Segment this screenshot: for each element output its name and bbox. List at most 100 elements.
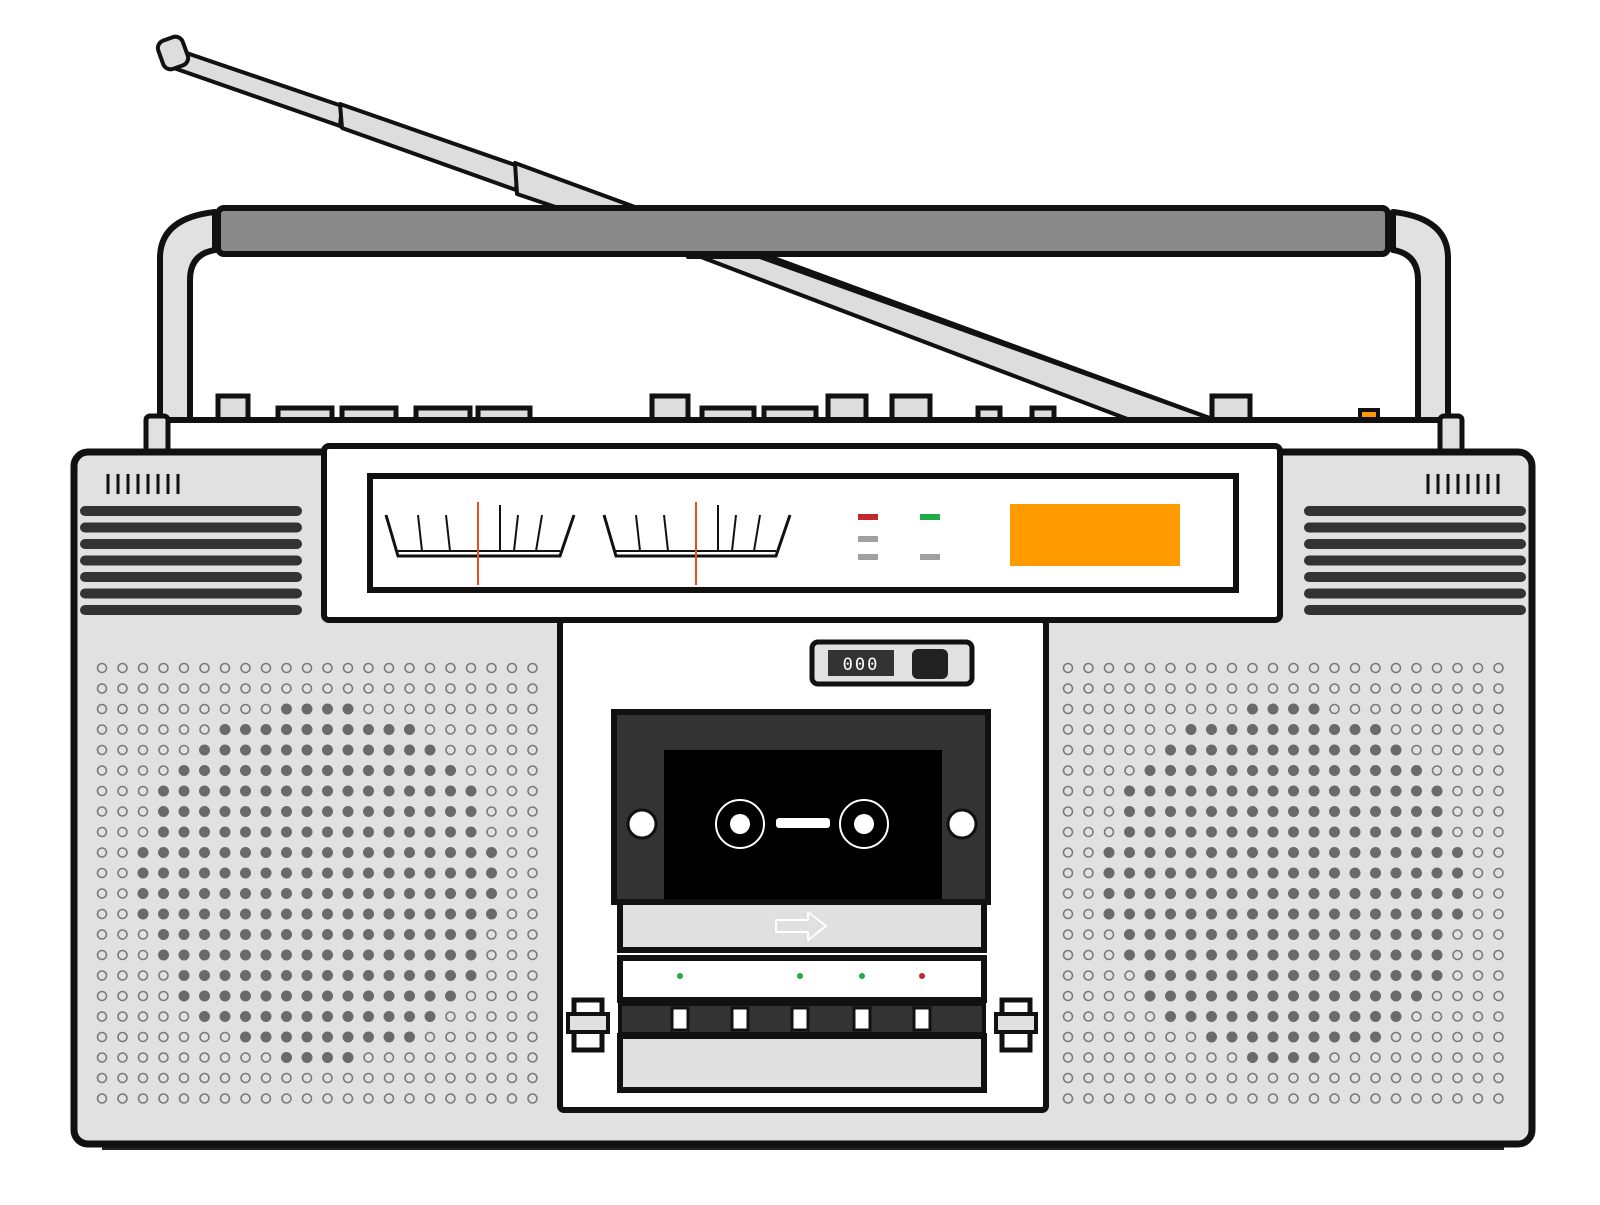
speaker-dot <box>240 1052 251 1063</box>
speaker-dot <box>1083 867 1094 879</box>
speaker-dot <box>424 1072 436 1084</box>
speaker-dot <box>404 990 415 1002</box>
speaker-dot <box>1308 765 1320 776</box>
speaker-dot <box>1206 990 1217 1002</box>
transport-key[interactable] <box>730 1006 750 1032</box>
transport-key[interactable] <box>670 1006 690 1032</box>
speaker-dot <box>1226 785 1238 797</box>
speaker-dot <box>260 785 272 797</box>
speaker-dot <box>1288 683 1299 694</box>
handle-grip[interactable] <box>215 205 1391 257</box>
speaker-dot <box>1308 1072 1320 1084</box>
grille-bar <box>80 555 302 566</box>
deck-clip-right[interactable] <box>994 997 1038 1053</box>
speaker-dot <box>527 1052 538 1063</box>
speaker-dot <box>137 888 149 899</box>
speaker-dot <box>1452 662 1463 674</box>
speaker-dot <box>1247 847 1258 858</box>
speaker-dot <box>281 806 292 817</box>
speaker-dot <box>1185 1052 1197 1063</box>
grille-bar <box>80 588 302 599</box>
speaker-dot <box>219 1072 231 1084</box>
speaker-dot <box>1124 1011 1135 1022</box>
transport-key[interactable] <box>912 1006 932 1032</box>
speaker-dot <box>486 724 497 735</box>
speaker-dot <box>260 929 272 940</box>
speaker-dot <box>1370 847 1381 858</box>
speaker-dot <box>1165 970 1176 981</box>
speaker-dot <box>527 683 538 694</box>
speaker-dot <box>260 867 272 879</box>
transport-key[interactable] <box>790 1006 810 1032</box>
speaker-dot <box>96 847 108 858</box>
speaker-dot <box>281 1093 292 1104</box>
speaker-dot <box>301 785 313 797</box>
speaker-dot <box>1390 929 1402 940</box>
speaker-dot <box>1226 929 1238 940</box>
speaker-dot <box>1267 1031 1279 1043</box>
speaker-dot <box>1308 908 1320 920</box>
speaker-dot <box>424 867 436 879</box>
speaker-dot <box>178 970 190 981</box>
speaker-dot <box>1349 744 1361 756</box>
speaker-dot <box>158 908 169 920</box>
counter-reset-button[interactable] <box>912 649 948 679</box>
speaker-dot <box>240 785 251 797</box>
speaker-dot <box>1144 908 1156 920</box>
speaker-dot <box>1144 806 1156 817</box>
speaker-dot <box>445 744 456 756</box>
speaker-dot <box>117 847 128 858</box>
speaker-dot <box>1165 847 1176 858</box>
speaker-dot <box>445 949 456 961</box>
speaker-dot <box>301 1093 313 1104</box>
grille-bar <box>1304 522 1526 533</box>
speaker-dot <box>1329 888 1340 899</box>
carry-handle-icon[interactable] <box>157 209 1451 433</box>
speaker-dot <box>158 1052 169 1063</box>
speaker-dot <box>96 662 108 674</box>
speaker-dot <box>342 1072 354 1084</box>
speaker-dot <box>219 806 231 817</box>
speaker-dot <box>1349 724 1361 735</box>
speaker-dot <box>137 683 149 694</box>
deck-clip-left[interactable] <box>566 997 610 1053</box>
cassette-icon <box>715 799 889 849</box>
speaker-dot <box>1329 765 1340 776</box>
speaker-dot <box>1062 1031 1074 1043</box>
speaker-dot <box>96 724 108 735</box>
speaker-dot <box>1411 847 1422 858</box>
speaker-dot <box>1247 1011 1258 1022</box>
speaker-dot <box>383 888 395 899</box>
speaker-dot <box>363 990 374 1002</box>
speaker-dot <box>1431 847 1443 858</box>
speaker-dot <box>1185 847 1197 858</box>
speaker-dot <box>219 662 231 674</box>
speaker-dot <box>1390 949 1402 961</box>
speaker-dot <box>424 949 436 961</box>
speaker-dot <box>1472 1011 1484 1022</box>
speaker-dot <box>383 929 395 940</box>
speaker-dot <box>1124 662 1135 674</box>
speaker-dot <box>445 970 456 981</box>
speaker-dot <box>342 1093 354 1104</box>
speaker-dot <box>1452 826 1463 838</box>
speaker-dot <box>506 1072 518 1084</box>
speaker-dot <box>322 1093 333 1104</box>
speaker-dot <box>1390 826 1402 838</box>
transport-key[interactable] <box>852 1006 872 1032</box>
speaker-dot <box>1267 1072 1279 1084</box>
speaker-dot <box>96 765 108 776</box>
speaker-dot <box>1185 765 1197 776</box>
speaker-dot <box>1247 1093 1258 1104</box>
speaker-dot <box>117 1072 128 1084</box>
speaker-dot <box>486 867 497 879</box>
speaker-dot <box>1124 970 1135 981</box>
speaker-dot <box>1431 949 1443 961</box>
speaker-dot <box>1431 765 1443 776</box>
speaker-dot <box>1349 908 1361 920</box>
speaker-dot <box>506 1031 518 1043</box>
speaker-dot <box>1206 662 1217 674</box>
speaker-dot <box>1165 1072 1176 1084</box>
speaker-dot <box>301 765 313 776</box>
speaker-dot <box>1349 1093 1361 1104</box>
